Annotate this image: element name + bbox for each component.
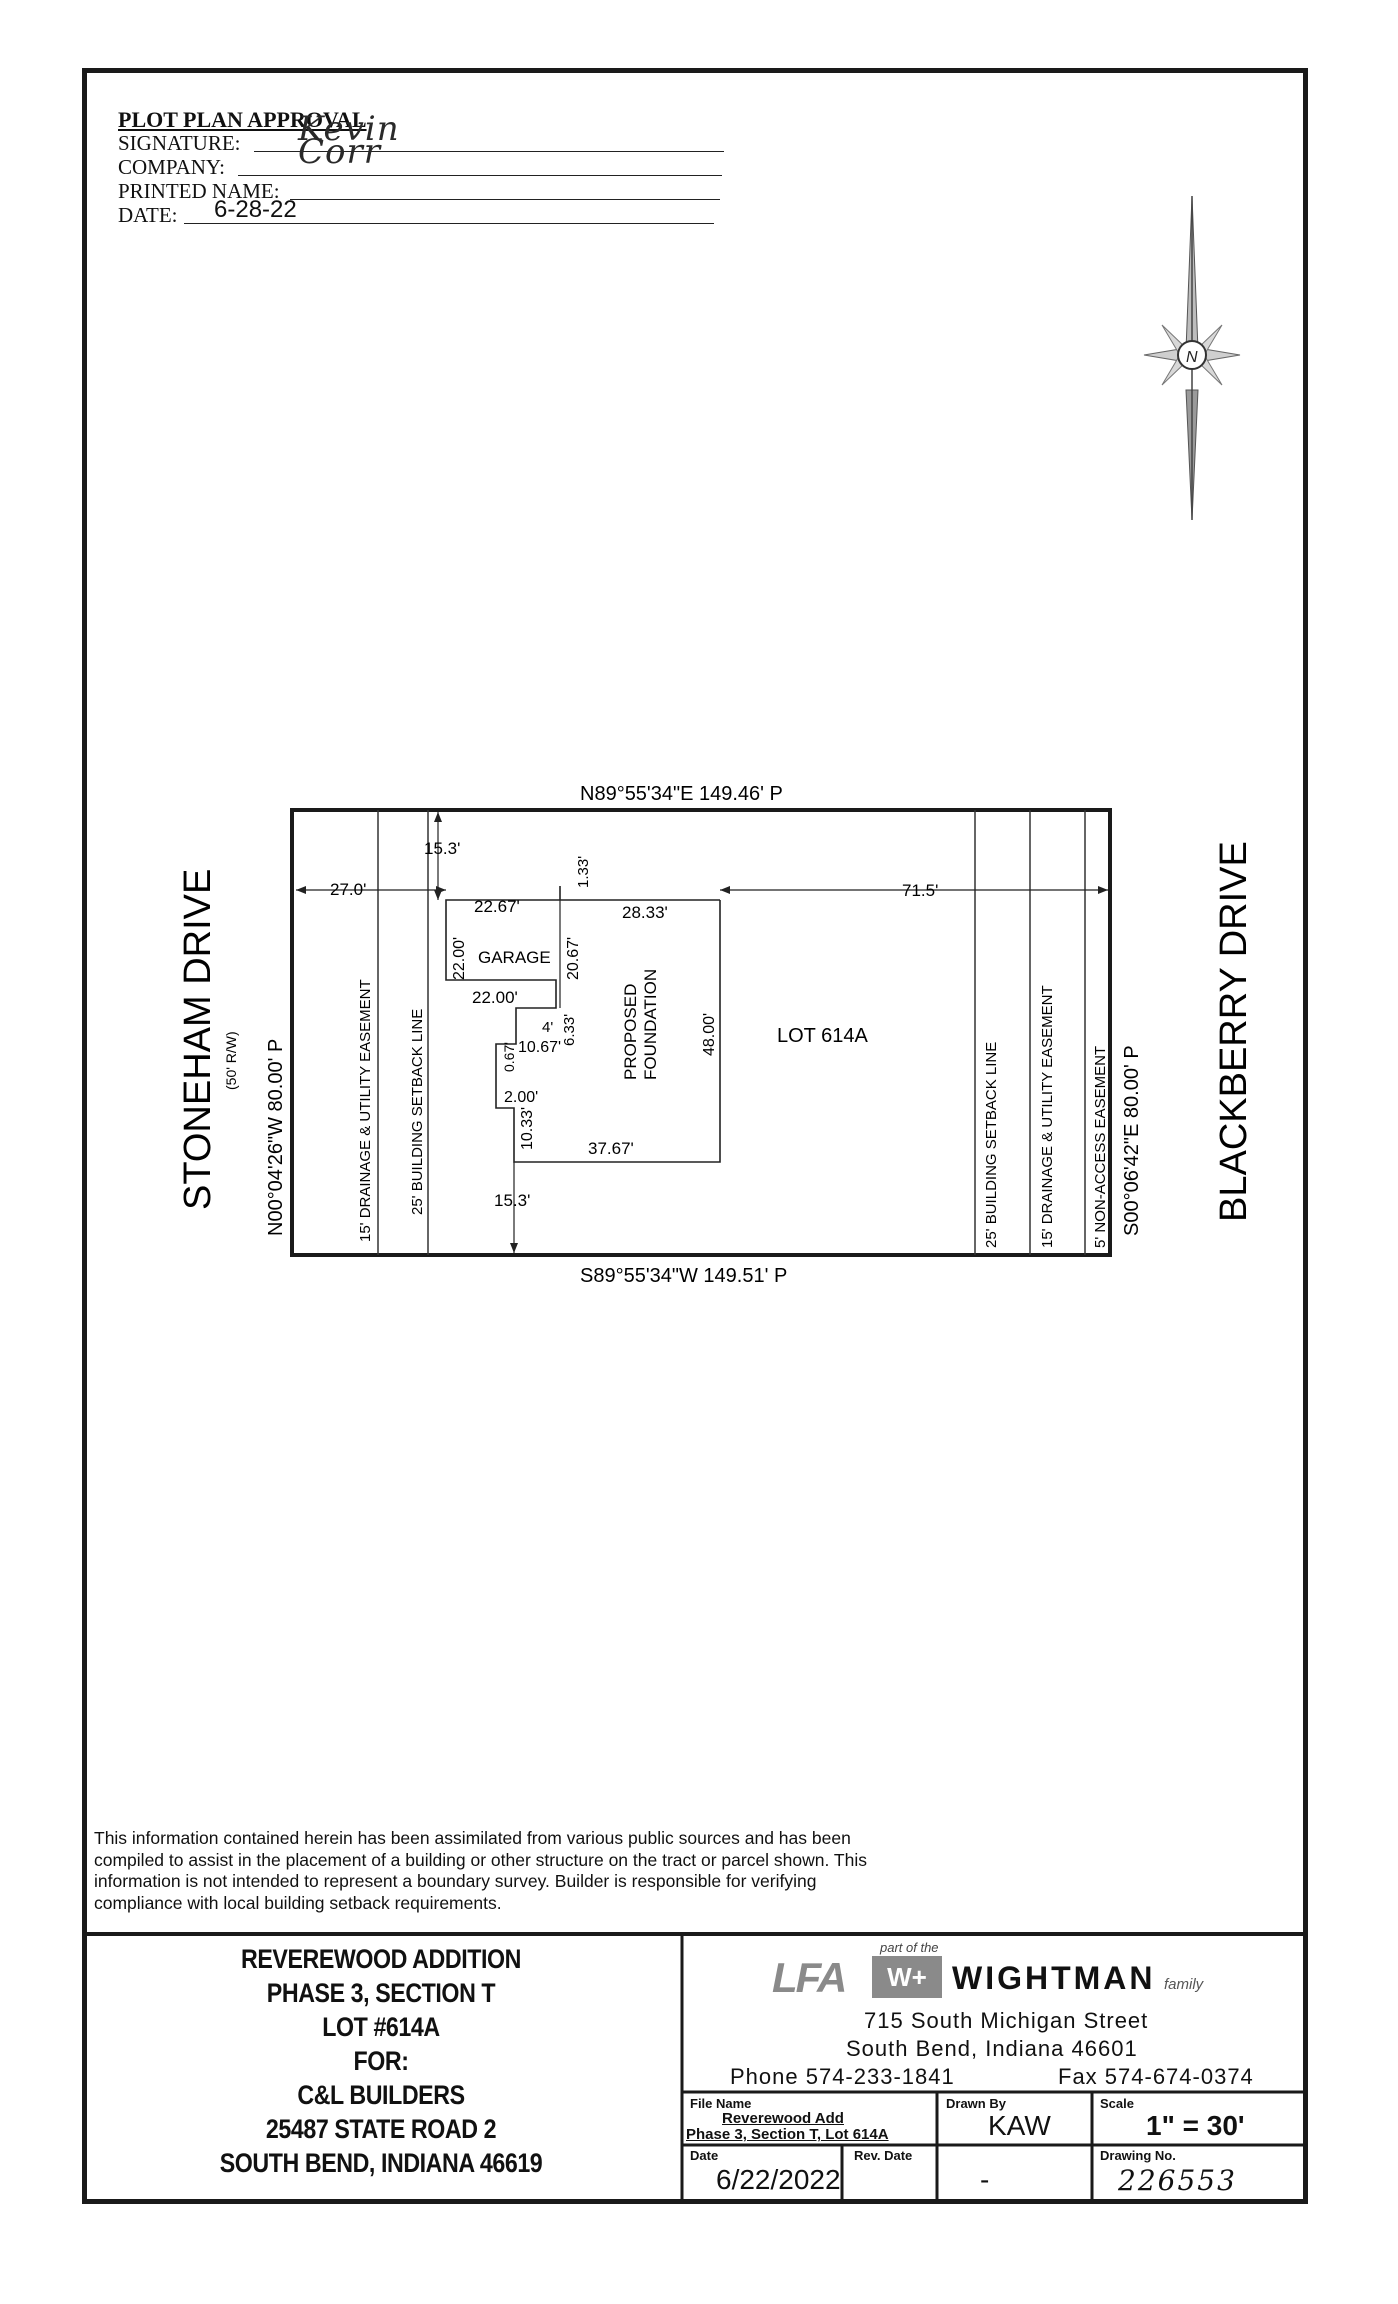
signature-line bbox=[254, 151, 724, 152]
wightman-badge-icon: W+ bbox=[872, 1956, 942, 1998]
west-street-row: (50' R/W) bbox=[223, 1031, 239, 1090]
east-street-label: BLACKBERRY DRIVE bbox=[1213, 841, 1255, 1222]
company-city: South Bend, Indiana 46601 bbox=[846, 2036, 1138, 2061]
file-name-value-2: Phase 3, Section T, Lot 614A bbox=[686, 2126, 889, 2143]
dim-71-5: 71.5' bbox=[902, 881, 938, 900]
dim-4: 4' bbox=[542, 1019, 553, 1036]
dim-1-33: 1.33' bbox=[575, 856, 592, 888]
dim-15-3-bottom: 15.3' bbox=[494, 1191, 530, 1210]
drawing-no-value: 226553 bbox=[1118, 2164, 1237, 2197]
lot-boundary bbox=[290, 808, 1112, 1257]
date-cell-value: 6/22/2022 bbox=[716, 2164, 841, 2195]
west-setback-line: 25' BUILDING SETBACK LINE bbox=[409, 1009, 426, 1215]
dim-10-33: 10.33' bbox=[519, 1107, 536, 1150]
lot-label: LOT 614A bbox=[777, 1025, 868, 1047]
project-line-3: LOT #614A bbox=[322, 2012, 440, 2042]
house-outline bbox=[445, 886, 721, 1163]
date-line bbox=[184, 223, 714, 224]
company-street: 715 South Michigan Street bbox=[864, 2008, 1149, 2033]
drawing-no-label: Drawing No. bbox=[1100, 2148, 1176, 2163]
east-setback-line: 25' BUILDING SETBACK LINE bbox=[983, 1042, 1000, 1248]
dim-10-67: 10.67' bbox=[518, 1039, 561, 1056]
rev-date-label: Rev. Date bbox=[854, 2148, 913, 2163]
project-info: REVEREWOOD ADDITION PHASE 3, SECTION T L… bbox=[124, 1932, 638, 2204]
east-line-label: S00°06'42"E 80.00' P bbox=[1121, 1045, 1143, 1236]
project-line-5: C&L BUILDERS bbox=[297, 2080, 465, 2110]
signature-label: SIGNATURE: bbox=[118, 131, 241, 155]
west-drainage-easement: 15' DRAINAGE & UTILITY EASEMENT bbox=[357, 979, 374, 1242]
north-arrow-icon: N bbox=[1143, 195, 1241, 521]
approval-title: PLOT PLAN APPROVAL bbox=[118, 107, 367, 132]
dim-22-67: 22.67' bbox=[474, 897, 520, 916]
company-family: family bbox=[1164, 1976, 1204, 1993]
date-label: DATE: bbox=[118, 203, 178, 227]
file-name-label: File Name bbox=[690, 2096, 752, 2111]
drawn-by-value: KAW bbox=[988, 2110, 1051, 2141]
disclaimer-text: This information contained herein has be… bbox=[94, 1828, 867, 1913]
dim-22-00-v: 22.00' bbox=[451, 937, 468, 980]
drawn-by-label: Drawn By bbox=[946, 2096, 1006, 2111]
date-cell-label: Date bbox=[690, 2148, 719, 2163]
part-of-text: part of the bbox=[880, 1940, 939, 1955]
dim-37-67: 37.67' bbox=[588, 1139, 634, 1158]
south-line-label: S89°55'34"W 149.51' P bbox=[580, 1265, 787, 1287]
dim-28-33: 28.33' bbox=[622, 903, 668, 922]
project-line-2: PHASE 3, SECTION T bbox=[266, 1978, 496, 2008]
dim-20-67: 20.67' bbox=[565, 937, 582, 980]
project-line-7: SOUTH BEND, INDIANA 46619 bbox=[219, 2148, 543, 2178]
dim-48-00: 48.00' bbox=[701, 1013, 718, 1056]
non-access-easement: 5' NON-ACCESS EASEMENT bbox=[1092, 1046, 1109, 1248]
foundation-label-2: FOUNDATION bbox=[641, 969, 660, 1080]
plot-plan-approval: PLOT PLAN APPROVAL SIGNATURE: Kevin Corr… bbox=[118, 107, 724, 228]
company-phone: Phone 574-233-1841 bbox=[730, 2064, 955, 2089]
garage-label: GARAGE bbox=[478, 948, 551, 967]
dim-6-33: 6.33' bbox=[561, 1014, 578, 1046]
project-line-4: FOR: bbox=[353, 2046, 409, 2076]
file-name-value-1: Reverewood Add bbox=[722, 2110, 844, 2127]
dim-22-00-h: 22.00' bbox=[472, 988, 518, 1007]
svg-text:N: N bbox=[1186, 349, 1198, 366]
north-line-label: N89°55'34"E 149.46' P bbox=[580, 783, 783, 805]
printed-name-label: PRINTED NAME: bbox=[118, 179, 280, 203]
dim-2-00: 2.00' bbox=[504, 1089, 538, 1106]
rev-date-value: - bbox=[980, 2164, 990, 2195]
company-name: WIGHTMAN bbox=[952, 1960, 1156, 1996]
company-label: COMPANY: bbox=[118, 155, 225, 179]
printed-name-line bbox=[290, 199, 720, 200]
west-street-label: STONEHAM DRIVE bbox=[177, 869, 219, 1210]
dim-27: 27.0' bbox=[330, 880, 366, 899]
lfa-logo: LFA bbox=[772, 1954, 847, 2001]
dim-15-3-top: 15.3' bbox=[424, 839, 460, 858]
dim-0-67: 0.67' bbox=[501, 1042, 517, 1072]
west-line-label: N00°04'26"W 80.00' P bbox=[265, 1039, 287, 1236]
foundation-label-1: PROPOSED bbox=[621, 984, 640, 1080]
date-value: 6-28-22 bbox=[214, 196, 297, 223]
scale-label: Scale bbox=[1100, 2096, 1134, 2111]
company-fax: Fax 574-674-0374 bbox=[1058, 2064, 1254, 2089]
project-line-1: REVEREWOOD ADDITION bbox=[241, 1944, 521, 1974]
company-line bbox=[238, 175, 722, 176]
page-frame bbox=[82, 68, 1308, 2204]
signature-value: Kevin Corr bbox=[298, 109, 400, 172]
project-line-6: 25487 STATE ROAD 2 bbox=[265, 2114, 497, 2144]
scale-value: 1" = 30' bbox=[1146, 2110, 1245, 2141]
title-block: REVEREWOOD ADDITION PHASE 3, SECTION T L… bbox=[82, 1932, 1308, 2204]
site-plan: N89°55'34"E 149.46' P S89°55'34"W 149.51… bbox=[177, 783, 1255, 1287]
east-drainage-easement: 15' DRAINAGE & UTILITY EASEMENT bbox=[1039, 985, 1056, 1248]
